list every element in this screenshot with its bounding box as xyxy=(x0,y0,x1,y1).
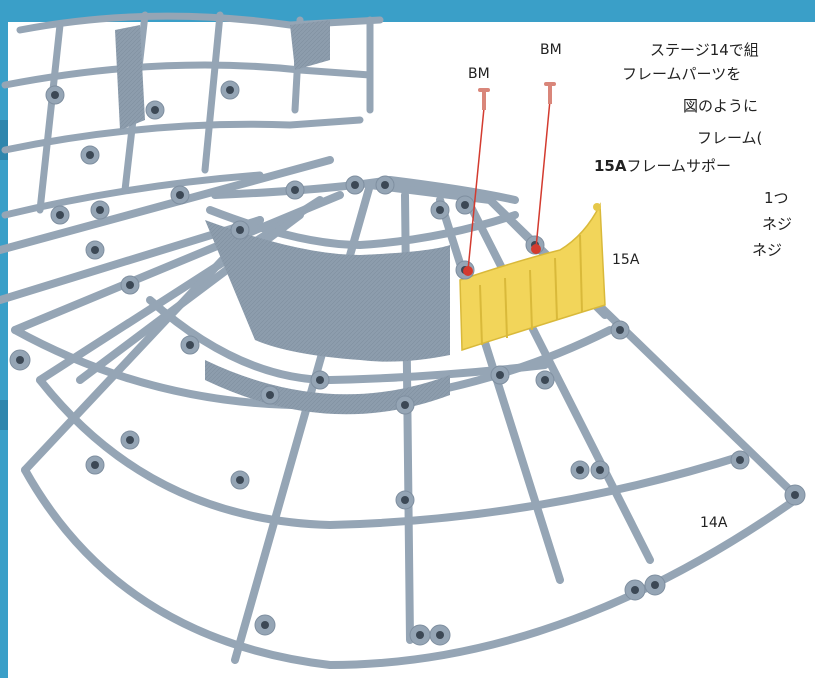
instruction-line: ネジ xyxy=(752,241,783,259)
frame-support-15a xyxy=(459,202,606,352)
frame-14a xyxy=(0,156,799,669)
label-14a: 14A xyxy=(700,515,728,531)
bm-screw-right xyxy=(531,82,556,254)
instruction-line: 図のように xyxy=(683,97,759,115)
left-edge-band xyxy=(0,0,8,678)
label-15a: 15A xyxy=(612,252,640,268)
inner-wall xyxy=(205,220,450,362)
instruction-line: フレーム( xyxy=(697,129,763,147)
instruction-line: フレームパーツを xyxy=(622,65,742,83)
left-edge-tab xyxy=(0,120,8,160)
instruction-text: フレームサポー xyxy=(626,157,732,175)
bm-screw-left xyxy=(463,88,490,276)
part-code-15a: 15A xyxy=(594,157,627,175)
upper-wall xyxy=(290,20,330,70)
instruction-line: 15Aフレームサポー xyxy=(594,156,731,177)
upper-wall xyxy=(115,25,145,130)
label-bm-right: BM xyxy=(540,42,562,58)
instruction-line: ステージ14で組 xyxy=(650,41,759,59)
instruction-line: 1つ xyxy=(764,189,789,207)
left-edge-tab xyxy=(0,400,8,430)
instruction-line: ネジ xyxy=(762,215,793,233)
label-bm-left: BM xyxy=(468,66,490,82)
